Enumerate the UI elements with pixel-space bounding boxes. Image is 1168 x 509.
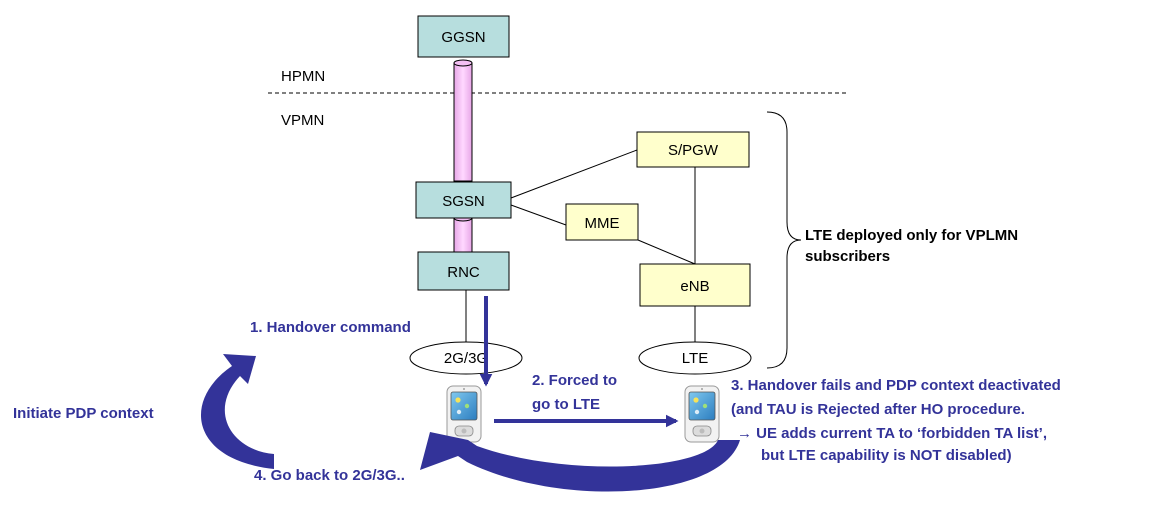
ggsn-node: GGSN: [417, 15, 510, 58]
ggsn-label: GGSN: [441, 29, 485, 46]
step2-label-line1: 2. Forced to: [532, 372, 617, 389]
link-mme-enb: [637, 239, 696, 265]
hpmn-label: HPMN: [281, 68, 325, 85]
mme-node: MME: [565, 203, 639, 241]
cell-lte-label: LTE: [682, 350, 708, 367]
ggsn-sgsn-tunnel: [453, 59, 473, 182]
rnc-label: RNC: [447, 264, 480, 281]
spgw-node: S/PGW: [636, 131, 750, 168]
step1-label: 1. Handover command: [250, 319, 411, 336]
sgsn-label: SGSN: [442, 193, 485, 210]
step3-label-line4: but LTE capability is NOT disabled): [761, 447, 1012, 464]
lte-scope-brace: [766, 111, 802, 369]
cell-2g3g: 2G/3G: [409, 341, 523, 375]
brace-note-line1: LTE deployed only for VPLMN: [805, 227, 1018, 244]
step2-label-line2: go to LTE: [532, 396, 600, 413]
sgsn-node: SGSN: [415, 181, 512, 219]
spgw-label: S/PGW: [668, 142, 719, 159]
brace-note-line2: subscribers: [805, 248, 890, 265]
rnc-node: RNC: [417, 251, 510, 291]
link-sgsn-spgw: [510, 149, 638, 199]
mobile-phone-icon: [446, 385, 482, 443]
ue-left-phone: [446, 385, 482, 443]
enb-label: eNB: [680, 278, 709, 295]
initiate-pdp-arrow: [200, 354, 274, 469]
sgsn-rnc-tunnel: [453, 214, 473, 253]
link-sgsn-mme: [510, 204, 567, 226]
step4-label: 4. Go back to 2G/3G..: [254, 467, 405, 484]
initiate-pdp-label: Initiate PDP context: [13, 405, 154, 422]
step3-label-line3: → UE adds current TA to ‘forbidden TA li…: [737, 425, 1047, 442]
enb-node: eNB: [639, 263, 751, 307]
go-back-arrow: [420, 432, 740, 492]
cell-2g3g-label: 2G/3G: [444, 350, 488, 367]
cell-lte: LTE: [638, 341, 752, 375]
mme-label: MME: [585, 215, 620, 232]
step3-label-line2: (and TAU is Rejected after HO procedure.: [731, 401, 1025, 418]
vpmn-label: VPMN: [281, 112, 324, 129]
ue-right-phone: [684, 385, 720, 443]
mobile-phone-icon: [684, 385, 720, 443]
step3-label-line1: 3. Handover fails and PDP context deacti…: [731, 377, 1061, 394]
